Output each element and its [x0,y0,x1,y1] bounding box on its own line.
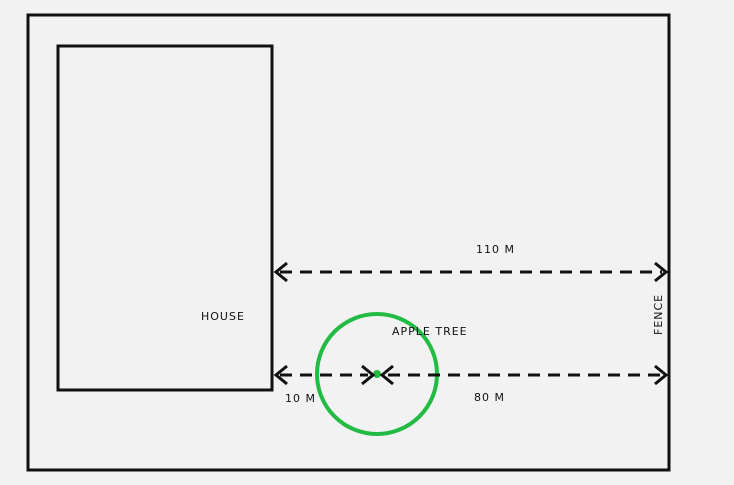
dimension-label-110m: 110 M [476,243,515,256]
dimension-house-to-fence [273,261,669,283]
arrowhead-right [654,364,669,386]
arrowhead-left [273,364,288,386]
dimension-label-10m: 10 M [285,392,316,405]
arrowhead-left [379,364,394,386]
house-rect [56,44,274,392]
arrowhead-right [654,261,669,283]
apple-tree-label: APPLE TREE [392,325,468,338]
arrowhead-right [361,364,376,386]
apple-tree-trunk [373,370,381,378]
dimension-tree-to-fence [379,364,669,386]
fence-boundary [26,13,671,472]
dimension-house-to-tree [273,364,376,386]
fence-label: FENCE [652,294,665,335]
dimension-label-80m: 80 M [474,391,505,404]
house-label: HOUSE [201,310,245,323]
arrowhead-left [273,261,288,283]
